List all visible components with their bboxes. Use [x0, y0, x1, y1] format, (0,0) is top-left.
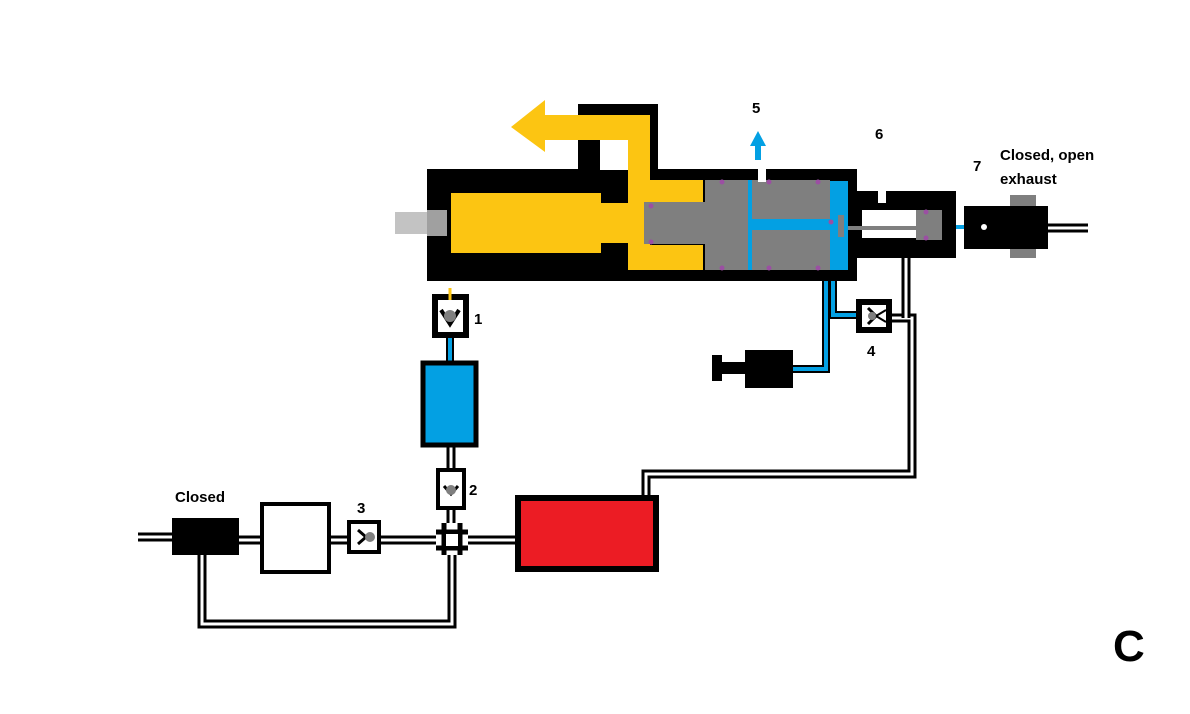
valve-7 [964, 195, 1048, 258]
filter-box [260, 502, 331, 574]
label-closed-right-line2: exhaust [1000, 171, 1057, 188]
label-5: 5 [752, 100, 760, 117]
piston-mid [705, 180, 748, 270]
yellow-exhaust-path [511, 100, 703, 270]
check-valve-4 [856, 299, 892, 333]
red-tank [515, 495, 659, 572]
main-cylinder [427, 100, 857, 281]
piston-right [752, 180, 830, 220]
label-closed-right-line1: Closed, open [1000, 147, 1094, 164]
cylinder-6 [838, 191, 956, 258]
panel-label: C [1113, 622, 1145, 671]
check-valve-2 [436, 468, 466, 510]
label-3: 3 [357, 500, 365, 517]
label-closed-left: Closed [175, 489, 225, 506]
blue-tank [420, 360, 479, 448]
label-6: 6 [875, 126, 883, 143]
check-valve-3 [347, 520, 381, 554]
label-2: 2 [469, 482, 477, 499]
piston-left [644, 202, 706, 244]
junction-cross [436, 523, 468, 555]
hand-valve [712, 350, 793, 388]
closed-valve-left [172, 518, 239, 555]
yellow-chamber [451, 193, 601, 253]
check-valve-1 [432, 288, 469, 338]
label-1: 1 [474, 311, 482, 328]
nozzle [395, 210, 447, 236]
seal-dots [648, 179, 834, 271]
up-arrow-icon [750, 131, 766, 160]
label-7: 7 [973, 158, 981, 175]
blue-line-v4-handvalve [792, 272, 830, 373]
label-4: 4 [867, 343, 876, 360]
